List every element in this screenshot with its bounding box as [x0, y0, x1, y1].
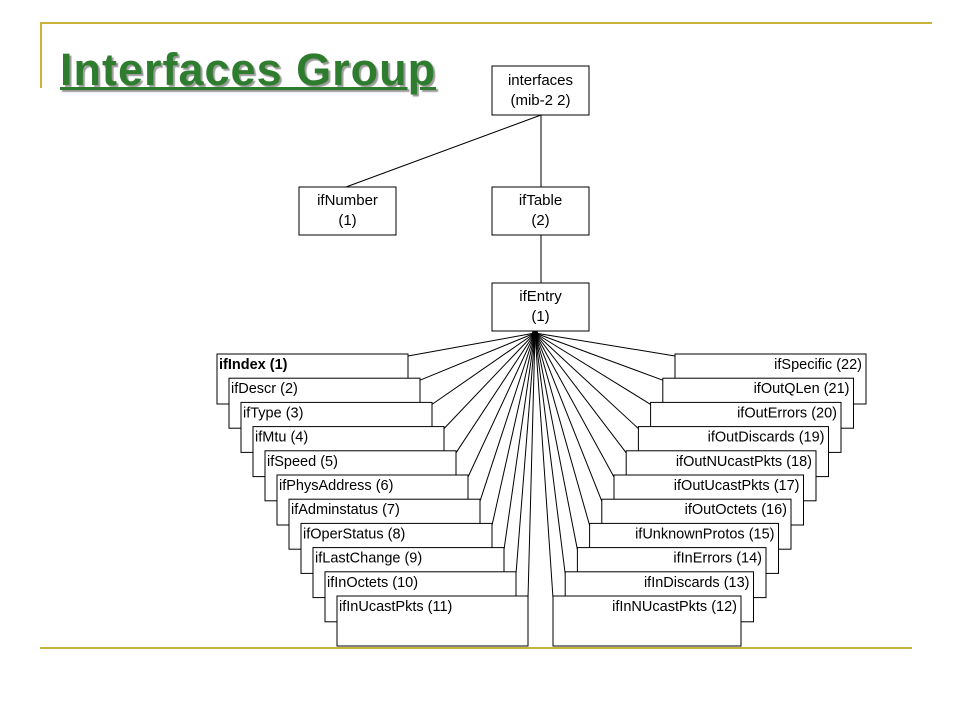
leaf-label: ifAdminstatus (7) [291, 502, 400, 518]
bottom-rule [40, 647, 912, 649]
leaf-box [552, 595, 742, 647]
node-iftable-name: ifTable [519, 192, 562, 209]
edge-ifentry-ifinerrors-14 [534, 332, 578, 550]
edge-ifentry-ifinucastpkts-11 [527, 332, 536, 599]
ifentry-leaves: ifIndex (1) ifDescr (2) ifType (3) ifMtu (4… [216, 353, 867, 647]
leaf-label: ifInDiscards (13) [644, 575, 750, 591]
edge-ifentry-ifoutnucastpkts-18 [534, 332, 627, 454]
leaf-box [336, 595, 529, 647]
leaf-label: ifOutQLen (21) [754, 381, 850, 397]
leaf-label: ifInUcastPkts (11) [339, 599, 452, 615]
leaf-label: ifOutErrors (20) [737, 405, 837, 421]
leaf-label: ifSpeed (5) [267, 454, 338, 470]
leaf-label: ifUnknownProtos (15) [635, 526, 774, 542]
leaf-label: ifInOctets (10) [327, 575, 418, 591]
top-rule [40, 22, 932, 24]
edge-ifentry-ifinnucastpkts-12 [534, 332, 554, 599]
edge-ifentry-iflastchange-9 [503, 332, 536, 550]
node-interfaces: interfaces (mib-2 2) [491, 65, 590, 116]
leaf-label: ifIndex (1) [219, 357, 288, 373]
leaf-label: ifOutDiscards (19) [708, 430, 825, 446]
edge-ifentry-ifindiscards-13 [534, 332, 566, 574]
node-iftable: ifTable (2) [491, 186, 590, 236]
edge-ifentry-ifoutucastpkts-17 [534, 332, 615, 478]
edge-interfaces-ifnumber [345, 114, 542, 188]
node-interfaces-name: interfaces [508, 72, 573, 89]
edge-ifentry-ifspeed-5 [455, 332, 536, 454]
node-ifentry-name: ifEntry [519, 288, 562, 305]
leaf-label: ifPhysAddress (6) [279, 478, 393, 494]
leaf-label: ifOutOctets (16) [685, 502, 787, 518]
leaf-label: ifInNUcastPkts (12) [612, 599, 737, 615]
edge-ifentry-ifspecific-22 [534, 332, 676, 357]
node-ifnumber-name: ifNumber [317, 192, 378, 209]
leaf-label: ifOutUcastPkts (17) [674, 478, 800, 494]
edge-ifentry-ifunknownprotos-15 [534, 332, 591, 526]
edge-ifentry-ifoutoctets-16 [534, 332, 603, 502]
edge-ifentry-iftype-3 [431, 332, 536, 405]
leaf-label: ifDescr (2) [231, 381, 298, 397]
edge-ifentry-ifoperstatus-8 [491, 332, 536, 526]
node-interfaces-oid: (mib-2 2) [510, 92, 570, 109]
leaf-label: ifType (3) [243, 405, 303, 421]
ifentry-fan-edges [407, 330, 676, 599]
edge-ifentry-ifoutdiscards-19 [534, 332, 639, 429]
leaf-label: ifMtu (4) [255, 430, 308, 446]
left-rule [40, 22, 42, 88]
edge-ifentry-ifouterrors-20 [534, 332, 651, 405]
leaf-ifinnucastpkts-12: ifInNUcastPkts (12) [552, 595, 742, 647]
node-ifnumber-oid: (1) [338, 212, 356, 229]
node-ifentry-oid: (1) [531, 308, 549, 325]
leaf-label: ifInErrors (14) [673, 551, 762, 567]
leaf-label: ifSpecific (22) [774, 357, 862, 373]
edge-ifentry-ifinoctets-10 [515, 332, 536, 574]
node-ifentry: ifEntry (1) [491, 282, 590, 332]
leaf-label: ifLastChange (9) [315, 551, 422, 567]
edge-ifentry-ifadminstatus-7 [479, 332, 536, 502]
edge-ifentry-ifmtu-4 [443, 332, 536, 429]
edge-ifentry-ifindex-1 [407, 332, 536, 357]
edge-ifentry-ifoutqlen-21 [534, 332, 663, 381]
page-title: Interfaces Group [60, 44, 437, 95]
leaf-label: ifOutNUcastPkts (18) [676, 454, 812, 470]
node-ifnumber: ifNumber (1) [298, 186, 397, 236]
edge-ifentry-ifdescr-2 [419, 332, 536, 381]
leaf-ifinucastpkts-11: ifInUcastPkts (11) [336, 595, 529, 647]
tree-edges [345, 114, 542, 283]
edge-ifentry-ifphysaddress-6 [467, 332, 536, 478]
node-iftable-oid: (2) [531, 212, 549, 229]
leaf-label: ifOperStatus (8) [303, 526, 405, 542]
